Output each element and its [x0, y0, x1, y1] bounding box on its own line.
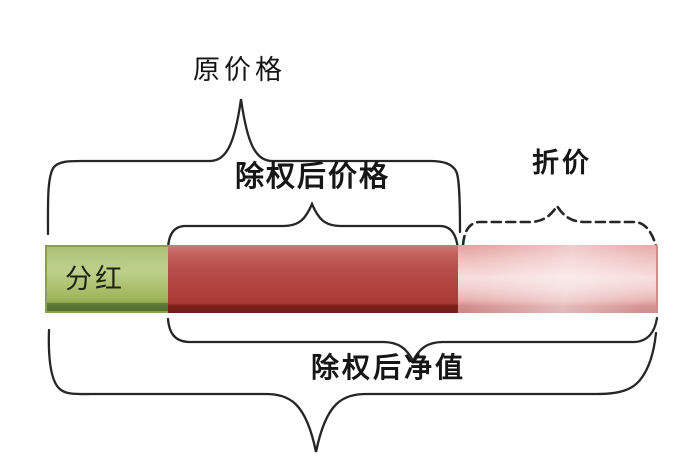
brace-total-bottom: [47, 328, 658, 453]
segment-discount: [458, 245, 658, 313]
label-ex-rights-net-value: 除权后净值: [311, 351, 467, 384]
brace-discount: [461, 203, 658, 248]
brace-ex-rights-net-value: [166, 316, 659, 364]
brace-ex-rights-price: [166, 201, 460, 253]
segment-dividend-label: 分红: [65, 263, 125, 295]
brace-original-price: [46, 98, 462, 236]
label-discount: 折价: [532, 148, 592, 179]
label-original-price: 原价格: [193, 55, 286, 86]
segment-ex-rights-price: [168, 245, 458, 313]
segment-dividend: 分红: [45, 245, 168, 313]
label-ex-rights-price: 除权后价格: [235, 159, 391, 193]
price-bar: 分红: [45, 245, 658, 313]
